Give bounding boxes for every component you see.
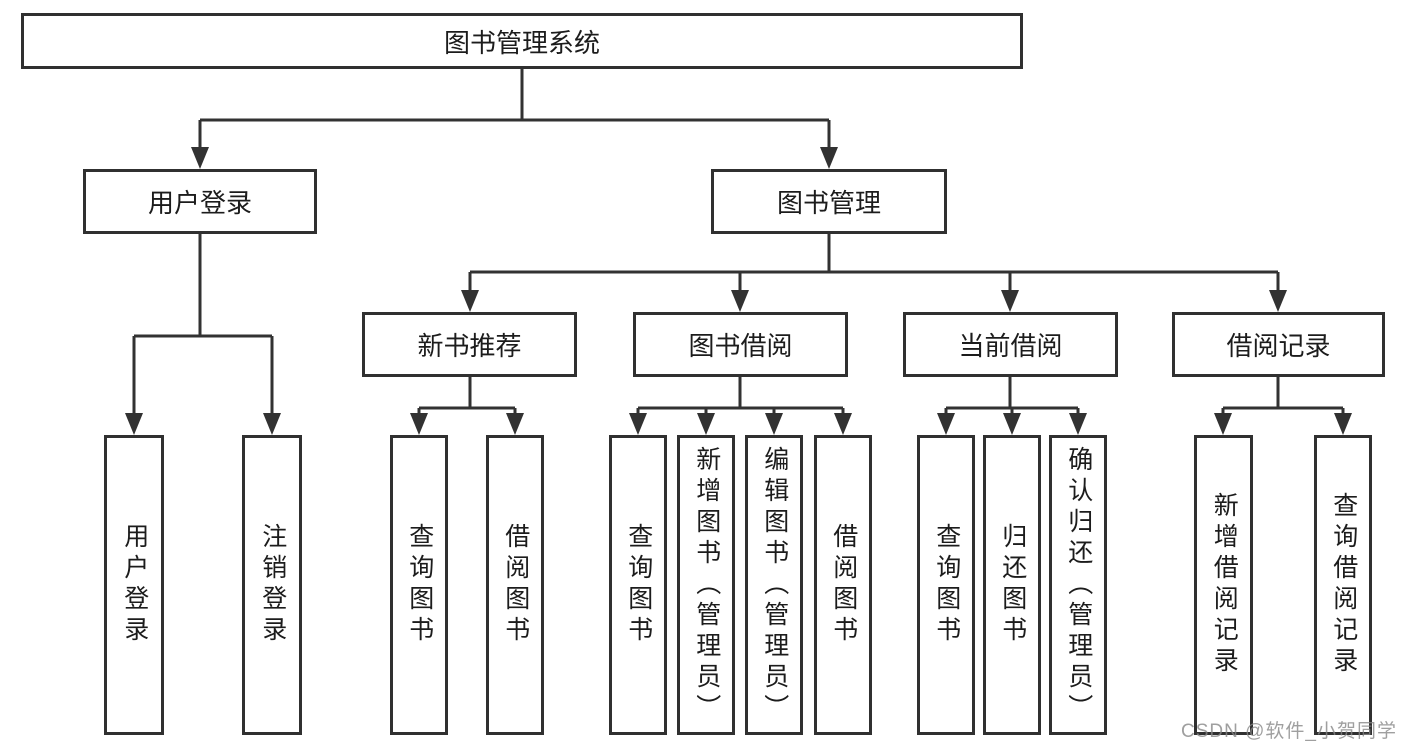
arrow-down-icon <box>410 413 428 435</box>
arrow-down-icon <box>125 413 143 435</box>
leaf-query-books-recommend: 查询图书 <box>390 435 448 735</box>
node-label: 借阅记录 <box>1226 331 1331 361</box>
node-label: 归还图书 <box>998 523 1027 647</box>
arrow-down-icon <box>1001 290 1019 312</box>
node-library-system: 图书管理系统 <box>21 13 1023 69</box>
node-label: 借阅图书 <box>829 523 858 647</box>
leaf-query-books-borrowing: 查询图书 <box>609 435 667 735</box>
node-label: 新增图书（管理员） <box>692 445 721 725</box>
arrow-down-icon <box>820 147 838 169</box>
node-book-borrowing: 图书借阅 <box>633 312 848 377</box>
node-label: 图书管理 <box>776 188 881 218</box>
node-label: 查询图书 <box>405 523 434 647</box>
leaf-add-borrow-record: 新增借阅记录 <box>1194 435 1253 735</box>
node-label: 注销登录 <box>258 523 287 647</box>
arrow-down-icon <box>1334 413 1352 435</box>
connector-book-management <box>468 234 1280 296</box>
arrow-down-icon <box>191 147 209 169</box>
node-label: 图书管理系统 <box>443 27 600 58</box>
node-current-borrowing: 当前借阅 <box>903 312 1118 377</box>
arrow-down-icon <box>461 290 479 312</box>
arrow-down-icon <box>506 413 524 435</box>
node-label: 查询借阅记录 <box>1329 492 1358 678</box>
leaf-add-books-admin: 新增图书（管理员） <box>677 435 735 735</box>
leaf-query-borrow-record: 查询借阅记录 <box>1314 435 1372 735</box>
leaf-edit-books-admin: 编辑图书（管理员） <box>745 435 803 735</box>
connector-root <box>198 69 831 153</box>
leaf-borrow-books-borrowing: 借阅图书 <box>814 435 872 735</box>
csdn-watermark: CSDN @软件_小贺同学 <box>1181 721 1397 742</box>
node-label: 当前借阅 <box>958 331 1063 361</box>
leaf-query-books-current: 查询图书 <box>917 435 975 735</box>
connector-book-borrowing <box>636 377 845 419</box>
arrow-down-icon <box>937 413 955 435</box>
node-label: 图书借阅 <box>688 331 793 361</box>
arrow-down-icon <box>1003 413 1021 435</box>
connector-current-borrowing <box>944 377 1080 419</box>
node-label: 查询图书 <box>624 523 653 647</box>
node-label: 新增借阅记录 <box>1210 492 1239 678</box>
arrow-down-icon <box>1269 290 1287 312</box>
node-label: 新书推荐 <box>417 331 522 361</box>
node-label: 用户登录 <box>147 188 252 218</box>
arrow-down-icon <box>629 413 647 435</box>
node-label: 借阅图书 <box>501 523 530 647</box>
leaf-confirm-return-admin: 确认归还（管理员） <box>1049 435 1107 735</box>
node-user-login: 用户登录 <box>83 169 317 234</box>
arrow-down-icon <box>697 413 715 435</box>
node-label: 用户登录 <box>120 523 149 647</box>
node-book-management: 图书管理 <box>711 169 947 234</box>
node-borrowing-records: 借阅记录 <box>1172 312 1385 377</box>
arrow-down-icon <box>1069 413 1087 435</box>
arrow-down-icon <box>731 290 749 312</box>
connector-user-login <box>132 234 274 419</box>
leaf-user-login: 用户登录 <box>104 435 164 735</box>
node-new-book-recommendation: 新书推荐 <box>362 312 577 377</box>
node-label: 查询图书 <box>932 523 961 647</box>
node-label: 编辑图书（管理员） <box>760 445 789 725</box>
arrow-down-icon <box>765 413 783 435</box>
arrow-down-icon <box>834 413 852 435</box>
leaf-borrow-books-recommend: 借阅图书 <box>486 435 544 735</box>
connector-new-book-recommendation <box>417 377 517 419</box>
arrow-down-icon <box>1214 413 1232 435</box>
connector-borrowing-records <box>1221 377 1345 419</box>
arrow-down-icon <box>263 413 281 435</box>
leaf-return-books: 归还图书 <box>983 435 1041 735</box>
node-label: 确认归还（管理员） <box>1064 445 1093 725</box>
leaf-logout-login: 注销登录 <box>242 435 302 735</box>
